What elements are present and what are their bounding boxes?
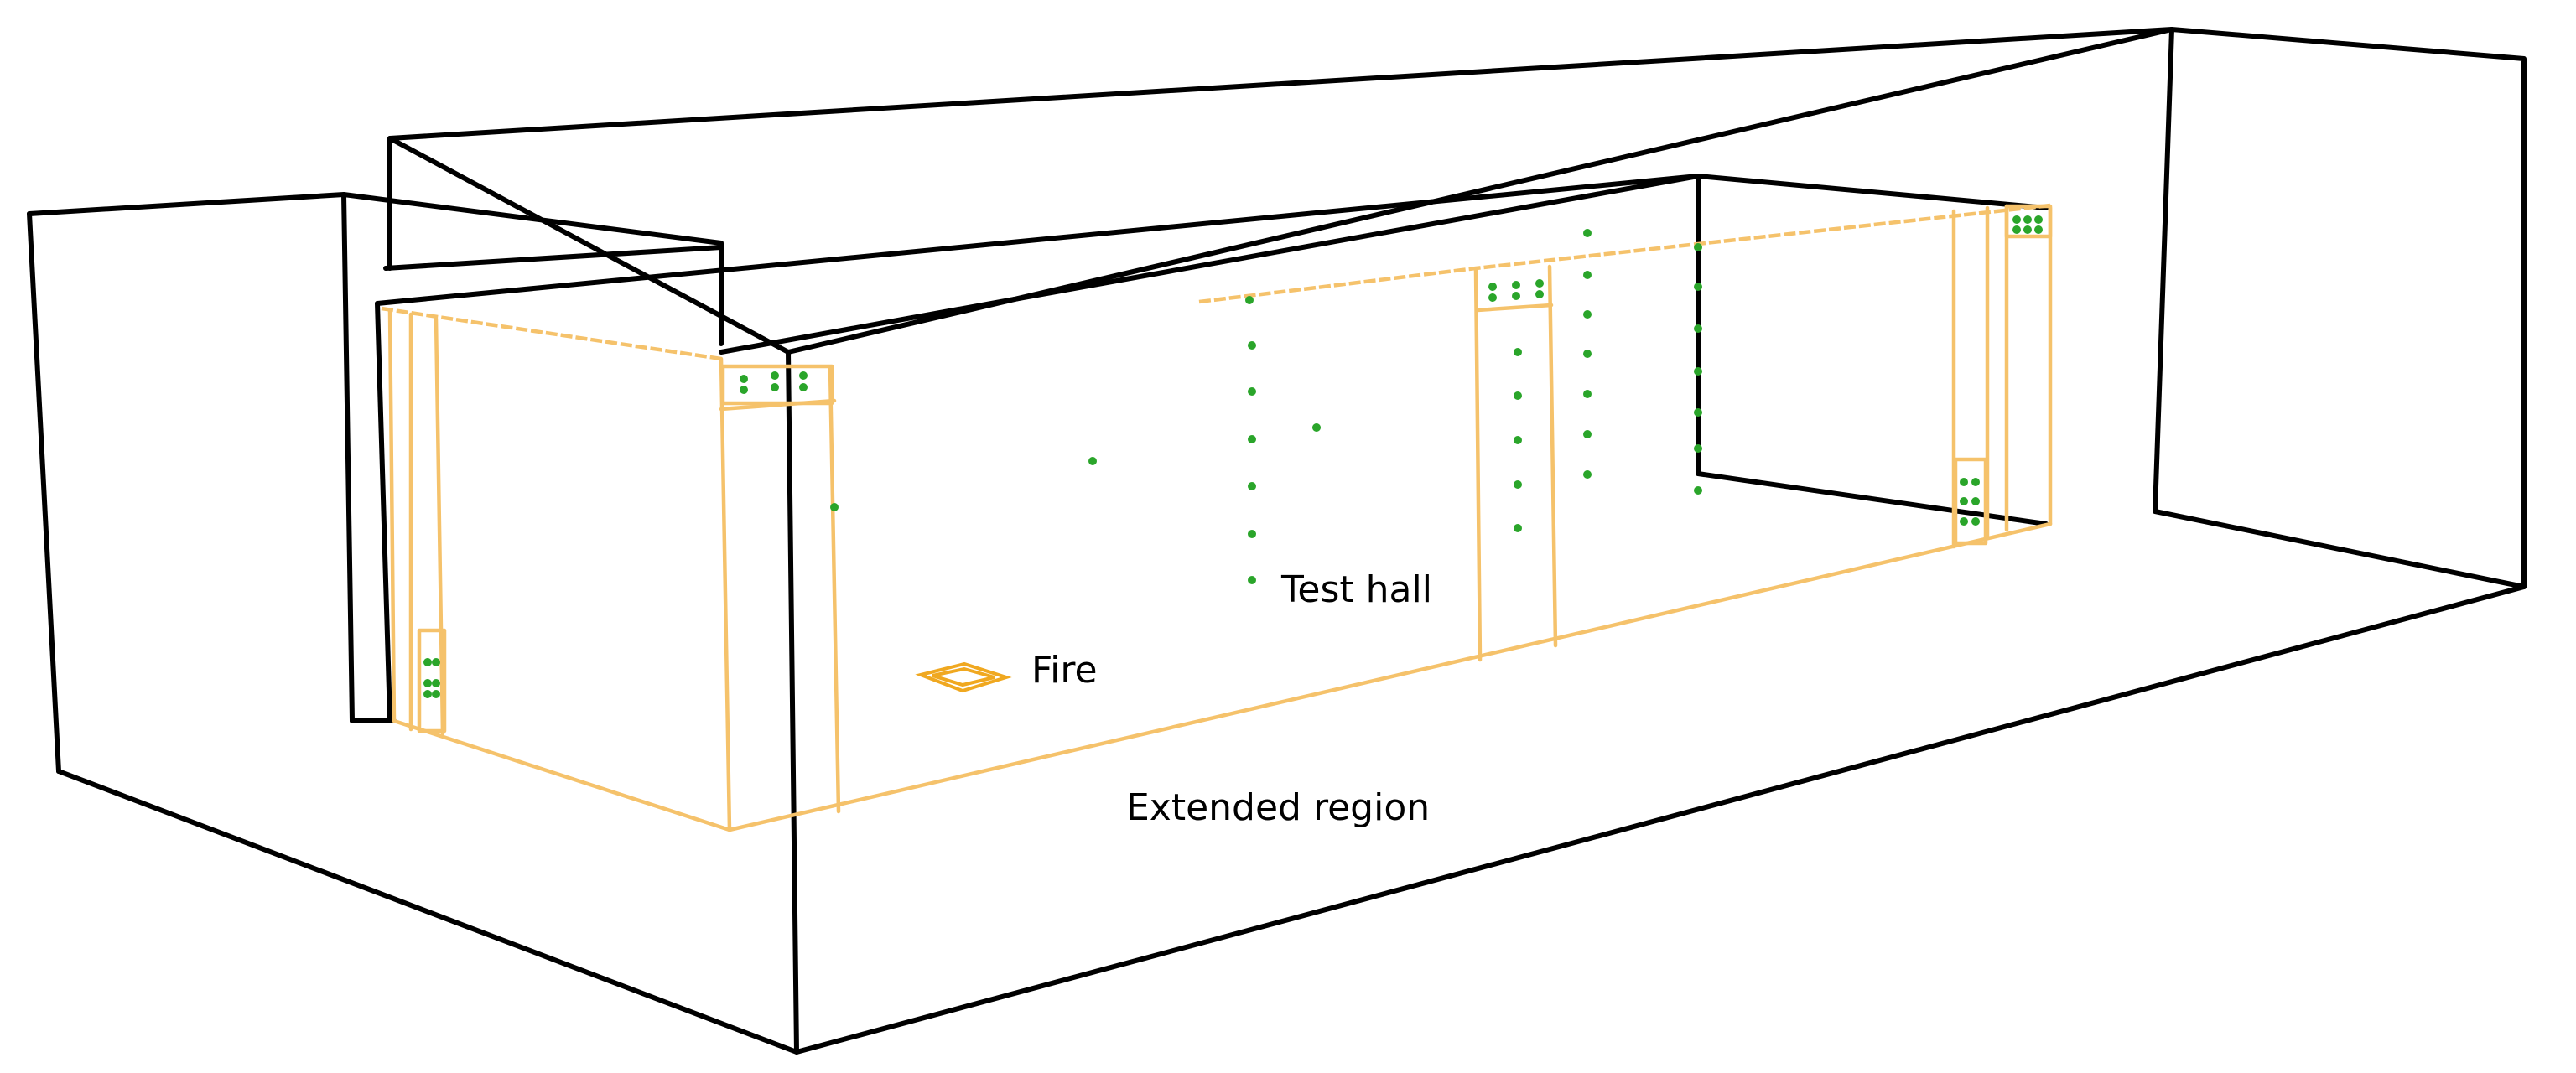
label-fire: Fire bbox=[1031, 649, 1098, 692]
test-hall-outline bbox=[381, 203, 2053, 832]
measurement-points bbox=[423, 215, 2043, 698]
extended-region-outline bbox=[27, 27, 2527, 1055]
fire-source bbox=[915, 661, 1012, 693]
label-test-hall: Test hall bbox=[1280, 568, 1432, 611]
label-extended-region: Extended region bbox=[1126, 786, 1430, 829]
